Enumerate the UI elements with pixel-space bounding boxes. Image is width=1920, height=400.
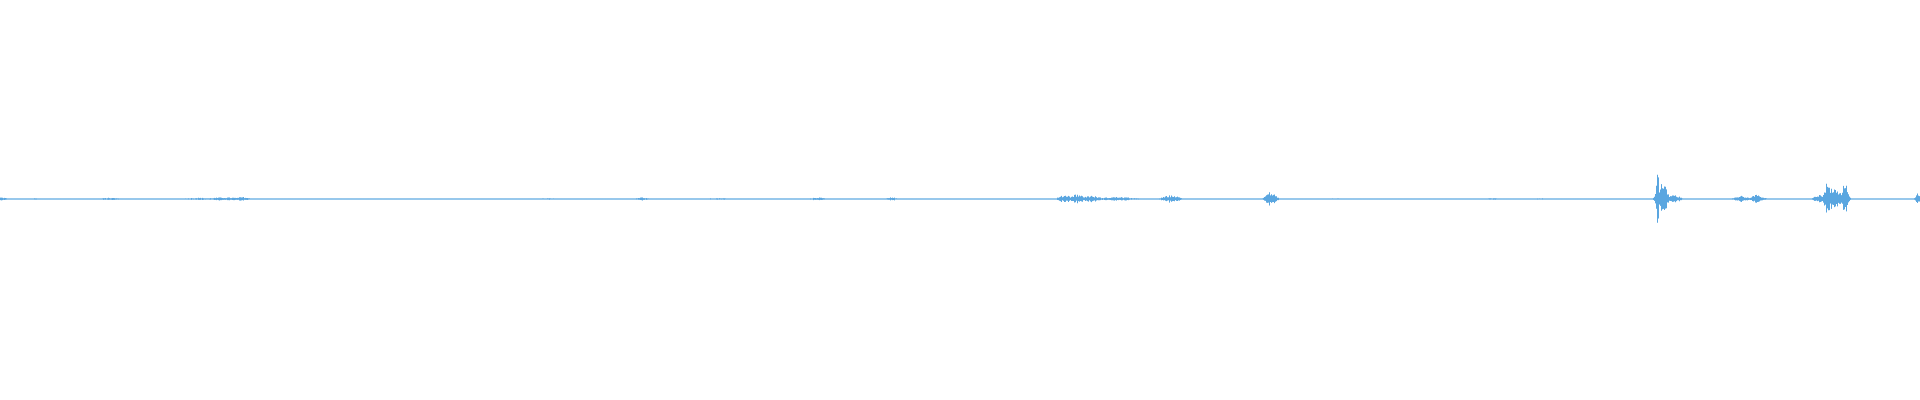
waveform-trace xyxy=(0,174,1920,223)
